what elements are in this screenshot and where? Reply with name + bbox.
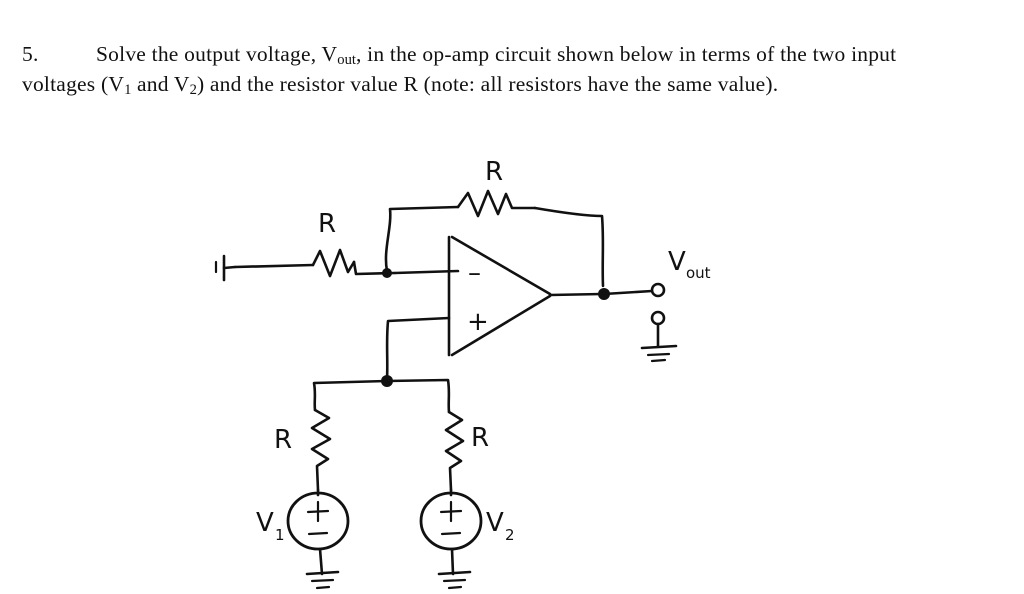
lower-right-resistor	[444, 410, 465, 492]
statement-text-part-4: ) and the resistor value R (note: all re…	[196, 72, 779, 97]
opamp-inverting-input-label: –	[468, 258, 481, 288]
noninverting-input-wire	[385, 316, 451, 381]
feedback-resistor-label: R	[485, 157, 503, 187]
statement-subscript-2: 2	[189, 82, 197, 99]
input-resistor-label: R	[318, 209, 336, 239]
statement-subscript-out: out	[337, 52, 356, 69]
voltage-source-v2-label: V	[486, 508, 504, 538]
voltage-source-v1-label: V	[256, 508, 274, 538]
statement-text-part-1: Solve the output voltage, V	[96, 42, 338, 66]
lower-left-resistor-label: R	[274, 425, 292, 455]
feedback-loop-wire	[384, 205, 605, 288]
feedback-resistor	[456, 189, 537, 218]
output-node	[548, 282, 666, 300]
output-voltage-label: V	[668, 247, 686, 277]
opamp-symbol	[447, 235, 552, 357]
ground-symbol-v2	[437, 570, 472, 590]
statement-text-part-3: and V	[131, 72, 190, 97]
input-resistor	[233, 248, 397, 278]
lower-right-resistor-label: R	[471, 423, 489, 453]
opamp-noninverting-input-label: +	[467, 307, 489, 337]
voltage-source-v2	[419, 488, 483, 576]
circuit-diagram: R R – +	[190, 150, 810, 590]
statement-subscript-1: 1	[124, 82, 132, 99]
input-terminal-symbol	[214, 254, 237, 282]
statement-text-part-2: , in the op-amp circuit shown below in t…	[22, 42, 897, 97]
question-number: 5.	[22, 42, 39, 66]
voltage-source-v1-sublabel: 1	[275, 526, 285, 544]
voltage-source-v1	[286, 488, 350, 576]
inverting-node	[382, 268, 460, 278]
ground-symbol-v1	[305, 570, 340, 590]
output-voltage-sublabel: out	[686, 264, 711, 282]
problem-statement: 5. Solve the output voltage, Vout, in the…	[22, 40, 962, 101]
output-ground-symbol	[640, 310, 678, 363]
lower-left-resistor	[310, 408, 332, 492]
divider-rail	[312, 375, 451, 414]
voltage-source-v2-sublabel: 2	[505, 526, 515, 544]
